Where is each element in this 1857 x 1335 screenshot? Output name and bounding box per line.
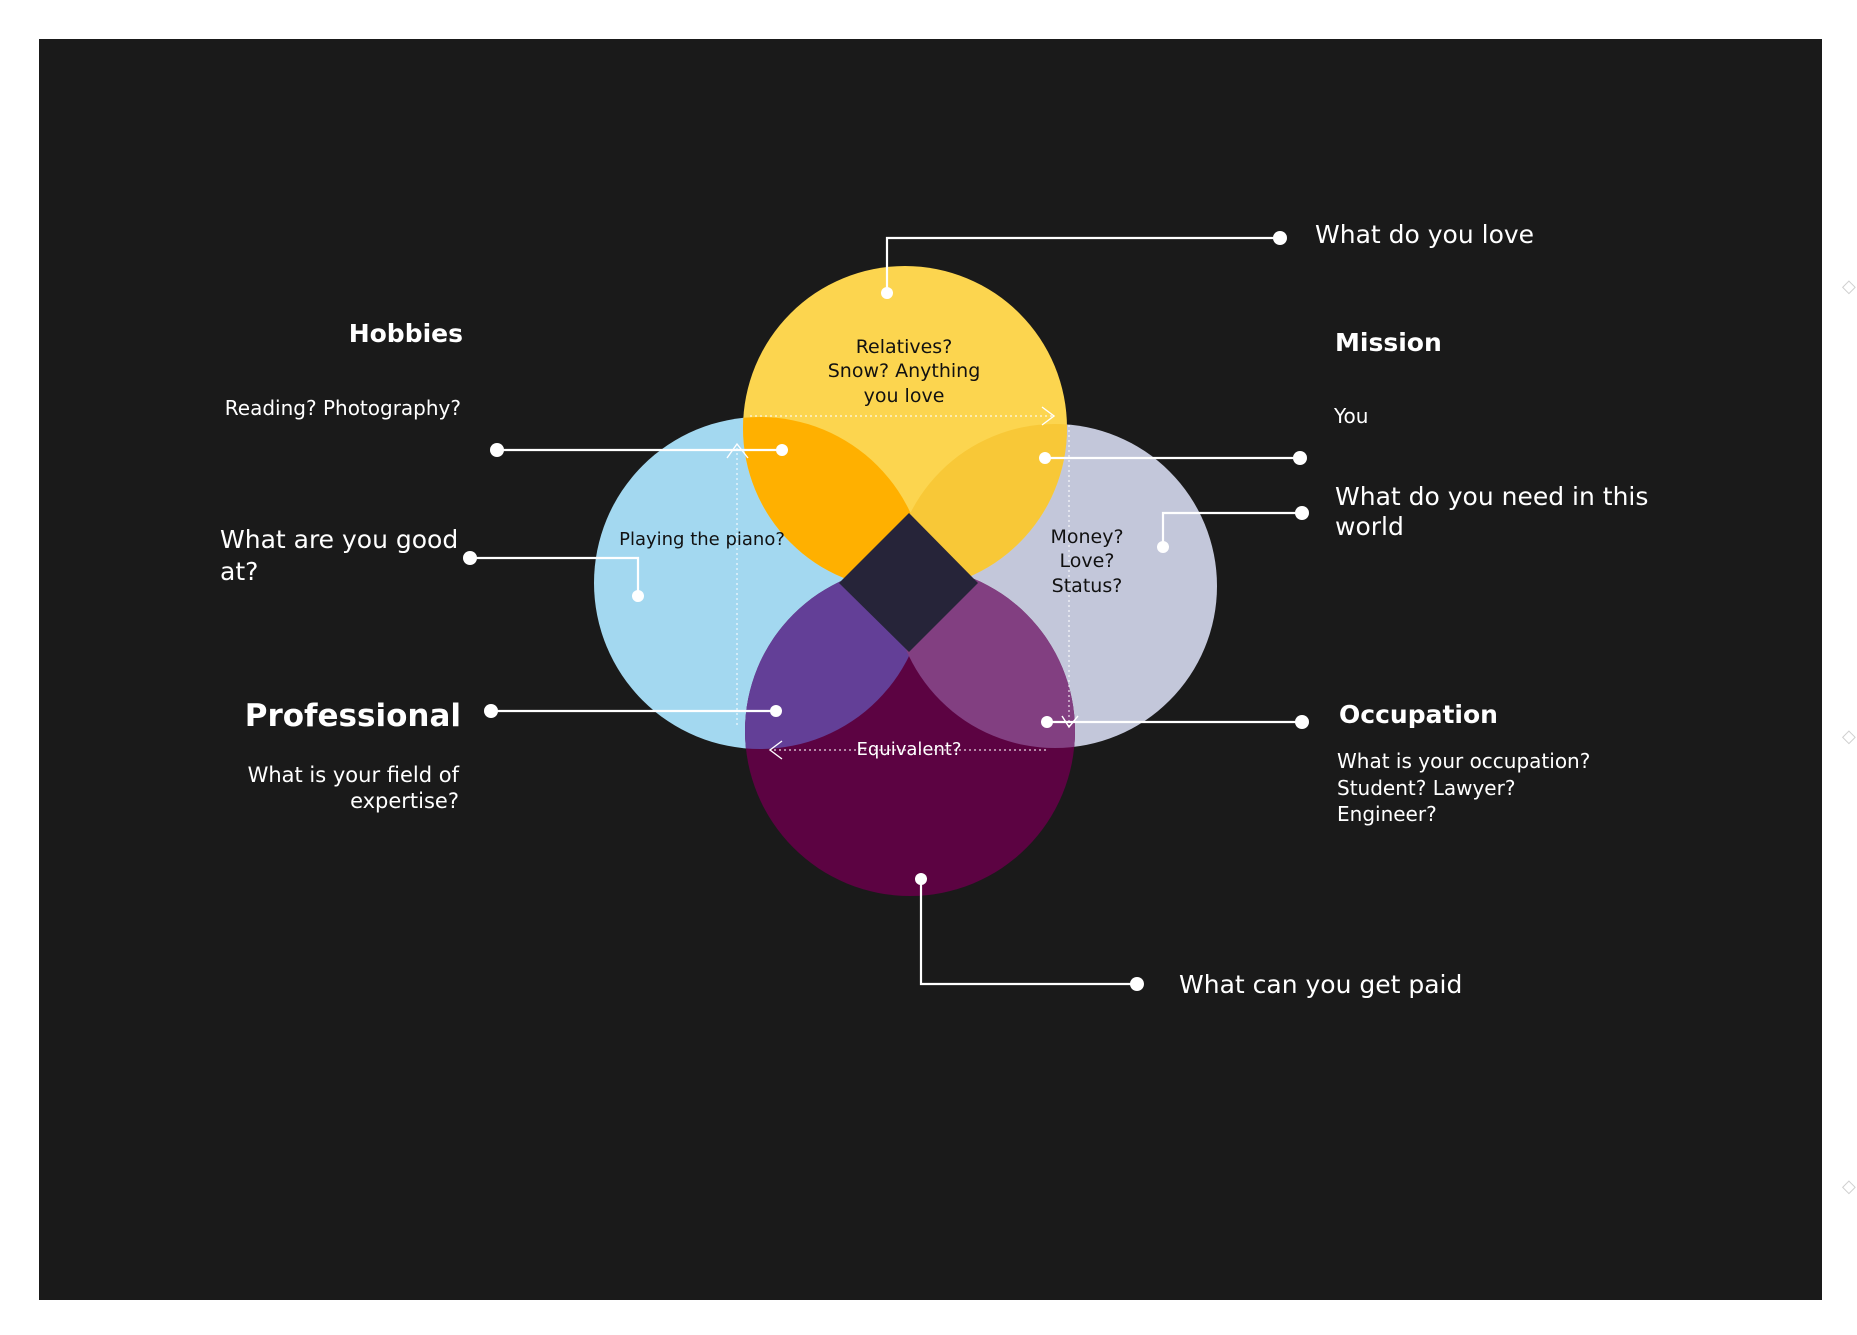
need-connector-end-dot (1295, 506, 1309, 520)
paid-connector-line (919, 879, 1137, 986)
professional-connector-end-dot (484, 704, 498, 718)
professional-title: Professional (245, 698, 461, 734)
center-diamond (839, 513, 978, 652)
arrow-head-down (1061, 715, 1079, 729)
edge-marker-icon: ◇ (1842, 276, 1856, 297)
occupation-connector-dot (1041, 716, 1053, 728)
love-example-line-3: you love (864, 385, 945, 407)
hobbies-connector-end-dot (490, 443, 504, 457)
love-example-line-1: Relatives? (856, 336, 953, 358)
edge-marker-icon: ◇ (1842, 726, 1856, 747)
good-at-connector-dot (632, 590, 644, 602)
occupation-detail-line-1: What is your occupation? (1337, 749, 1590, 773)
good-at-example: Playing the piano? (619, 529, 785, 550)
good-at-label-line-2: at? (220, 557, 258, 586)
love-example-line-2: Snow? Anything (828, 360, 981, 382)
need-label-line-2: world (1335, 512, 1404, 541)
mission-title: Mission (1335, 328, 1442, 357)
good-at-label-line-1: What are you good (220, 525, 458, 554)
need-example-line-1: Money? (1050, 526, 1123, 548)
hobbies-detail: Reading? Photography? (225, 396, 461, 420)
paid-connector-dot (915, 873, 927, 885)
arrow-head-up (726, 442, 749, 459)
professional-detail-line-1: What is your field of (248, 763, 460, 787)
need-connector-line (1161, 511, 1302, 547)
love-connector-end-dot (1273, 231, 1287, 245)
hobbies-title: Hobbies (349, 319, 463, 348)
hobbies-connector-dot (776, 444, 788, 456)
good-at-connector-line (470, 556, 640, 596)
professional-connector-dot (770, 705, 782, 717)
paid-label: What can you get paid (1179, 970, 1462, 999)
love-connector-dot (881, 287, 893, 299)
need-connector-dot (1157, 541, 1169, 553)
mission-detail: You (1333, 404, 1368, 428)
need-example-line-2: Love? (1060, 550, 1115, 572)
good-at-connector-end-dot (463, 551, 477, 565)
occupation-connector-end-dot (1295, 715, 1309, 729)
edge-marker-icon: ◇ (1842, 1176, 1856, 1197)
professional-detail-line-2: expertise? (350, 789, 459, 813)
occupation-detail-line-3: Engineer? (1337, 802, 1437, 826)
paid-example: Equivalent? (857, 739, 962, 760)
mission-connector-end-dot (1293, 451, 1307, 465)
occupation-detail-line-2: Student? Lawyer? (1337, 776, 1515, 800)
mission-connector-dot (1039, 452, 1051, 464)
need-example-line-3: Status? (1052, 575, 1123, 597)
arrow-head-left (768, 740, 783, 760)
paid-connector-end-dot (1130, 977, 1144, 991)
arrow-head-right (1041, 406, 1056, 426)
love-label: What do you love (1315, 220, 1534, 249)
need-label-line-1: What do you need in this (1335, 482, 1648, 511)
love-connector-line (885, 236, 1280, 293)
occupation-title: Occupation (1339, 700, 1498, 729)
